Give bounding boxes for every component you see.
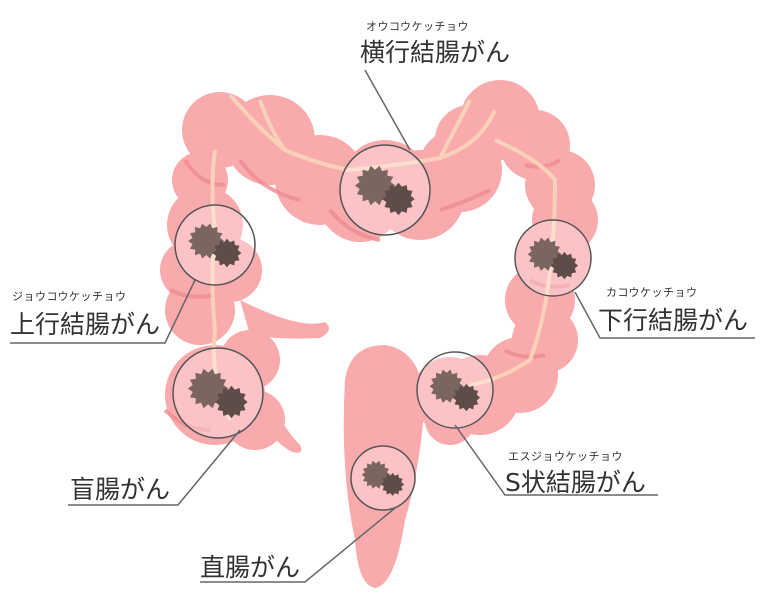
tumor-rectum	[361, 460, 391, 489]
tumor-transverse-small	[382, 182, 415, 216]
sigmoid-colon-cancer-label: S状結腸がん	[505, 468, 646, 497]
ascending-colon-cancer-label: 上行結腸がん	[10, 310, 161, 339]
cecum-cancer-label: 盲腸がん	[70, 475, 171, 504]
descending-colon-cancer-label: 下行結腸がん	[598, 306, 749, 335]
descending-ruby: カコウケッチョウ	[606, 286, 698, 299]
ascending-ruby: ジョウコウケッチョウ	[12, 290, 127, 303]
transverse-colon-cancer-label: 横行結腸がん	[360, 38, 511, 67]
tumor-ascending-small	[212, 238, 242, 268]
rectal-cancer-label: 直腸がん	[200, 553, 301, 582]
tumor-ascending	[188, 223, 225, 259]
tumor-sigmoid-small	[452, 383, 481, 412]
sigmoid-ruby: エスジョウケッチョウ	[508, 450, 623, 463]
transverse-ruby: オウコウケッチョウ	[366, 20, 470, 33]
tumor-rectum-small	[381, 472, 405, 496]
tumor-transverse	[354, 165, 396, 206]
tumor-descending-small	[550, 251, 579, 280]
tumor-cecum	[187, 368, 229, 409]
tumor-descending	[527, 237, 562, 271]
tumor-sigmoid	[429, 369, 464, 403]
tumor-cecum-small	[215, 385, 248, 419]
leader-lines	[10, 69, 755, 583]
